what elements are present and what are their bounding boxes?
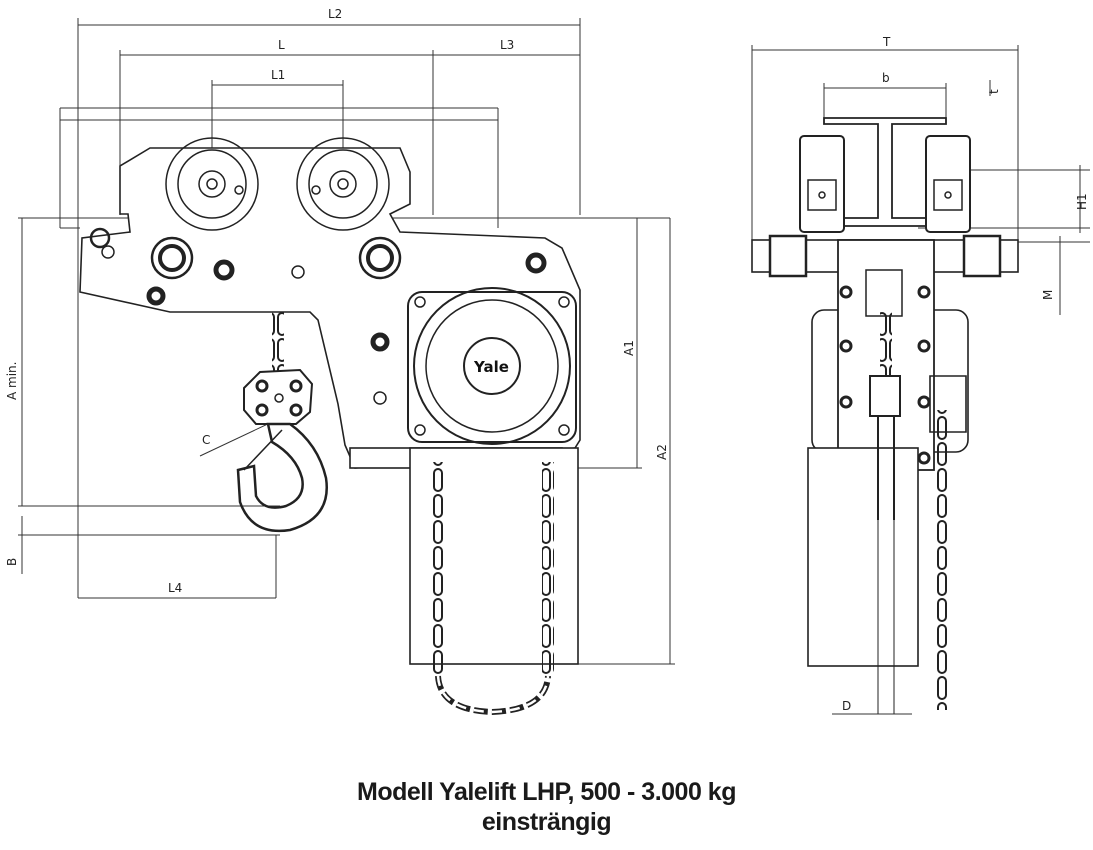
label-B: B bbox=[5, 558, 19, 566]
label-b: b bbox=[882, 71, 890, 85]
hook-block bbox=[243, 368, 314, 425]
label-H1: H1 bbox=[1075, 193, 1089, 210]
label-D: D bbox=[842, 699, 851, 713]
caption-title: Modell Yalelift LHP, 500 - 3.000 kg bbox=[357, 778, 736, 806]
label-A-min: A min. bbox=[5, 362, 19, 400]
label-t: t bbox=[987, 89, 1001, 94]
trolley-wheels bbox=[165, 137, 390, 231]
brand-logo: Yale bbox=[473, 358, 509, 376]
label-L3: L3 bbox=[500, 38, 514, 52]
load-chain bbox=[272, 312, 284, 372]
caption-subtitle: einsträngig bbox=[481, 808, 612, 836]
label-L1: L1 bbox=[271, 68, 285, 82]
label-L2: L2 bbox=[328, 7, 342, 21]
label-L4: L4 bbox=[168, 581, 182, 595]
dimension-labels: L2 L L3 L1 A min. B C L4 A1 A2 T b t H1 … bbox=[5, 7, 1089, 713]
hand-chain-left bbox=[432, 462, 444, 676]
hand-chain-right bbox=[542, 462, 554, 676]
hook bbox=[236, 422, 328, 533]
front-hand-chain bbox=[936, 410, 948, 710]
label-A2: A2 bbox=[655, 444, 669, 460]
label-T: T bbox=[882, 35, 891, 49]
label-L: L bbox=[278, 38, 285, 52]
hoist-body bbox=[407, 287, 577, 445]
bolts bbox=[89, 227, 547, 468]
side-view bbox=[18, 18, 675, 716]
label-C: C bbox=[202, 433, 210, 447]
front-view bbox=[751, 45, 1090, 715]
technical-drawing: L2 L L3 L1 A min. B C L4 A1 A2 T b t H1 … bbox=[5, 7, 1090, 716]
label-M: M bbox=[1041, 290, 1055, 300]
label-A1: A1 bbox=[622, 340, 636, 356]
